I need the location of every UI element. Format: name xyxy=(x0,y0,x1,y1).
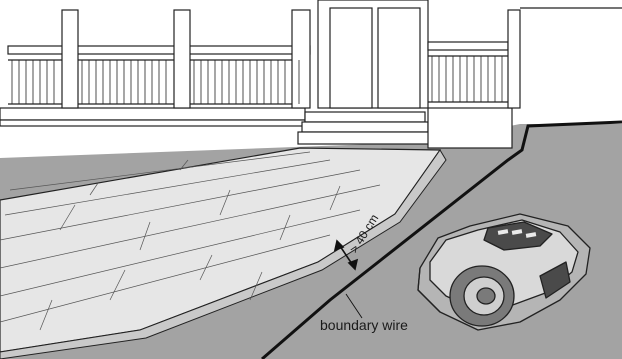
wire-label: boundary wire xyxy=(320,317,408,333)
